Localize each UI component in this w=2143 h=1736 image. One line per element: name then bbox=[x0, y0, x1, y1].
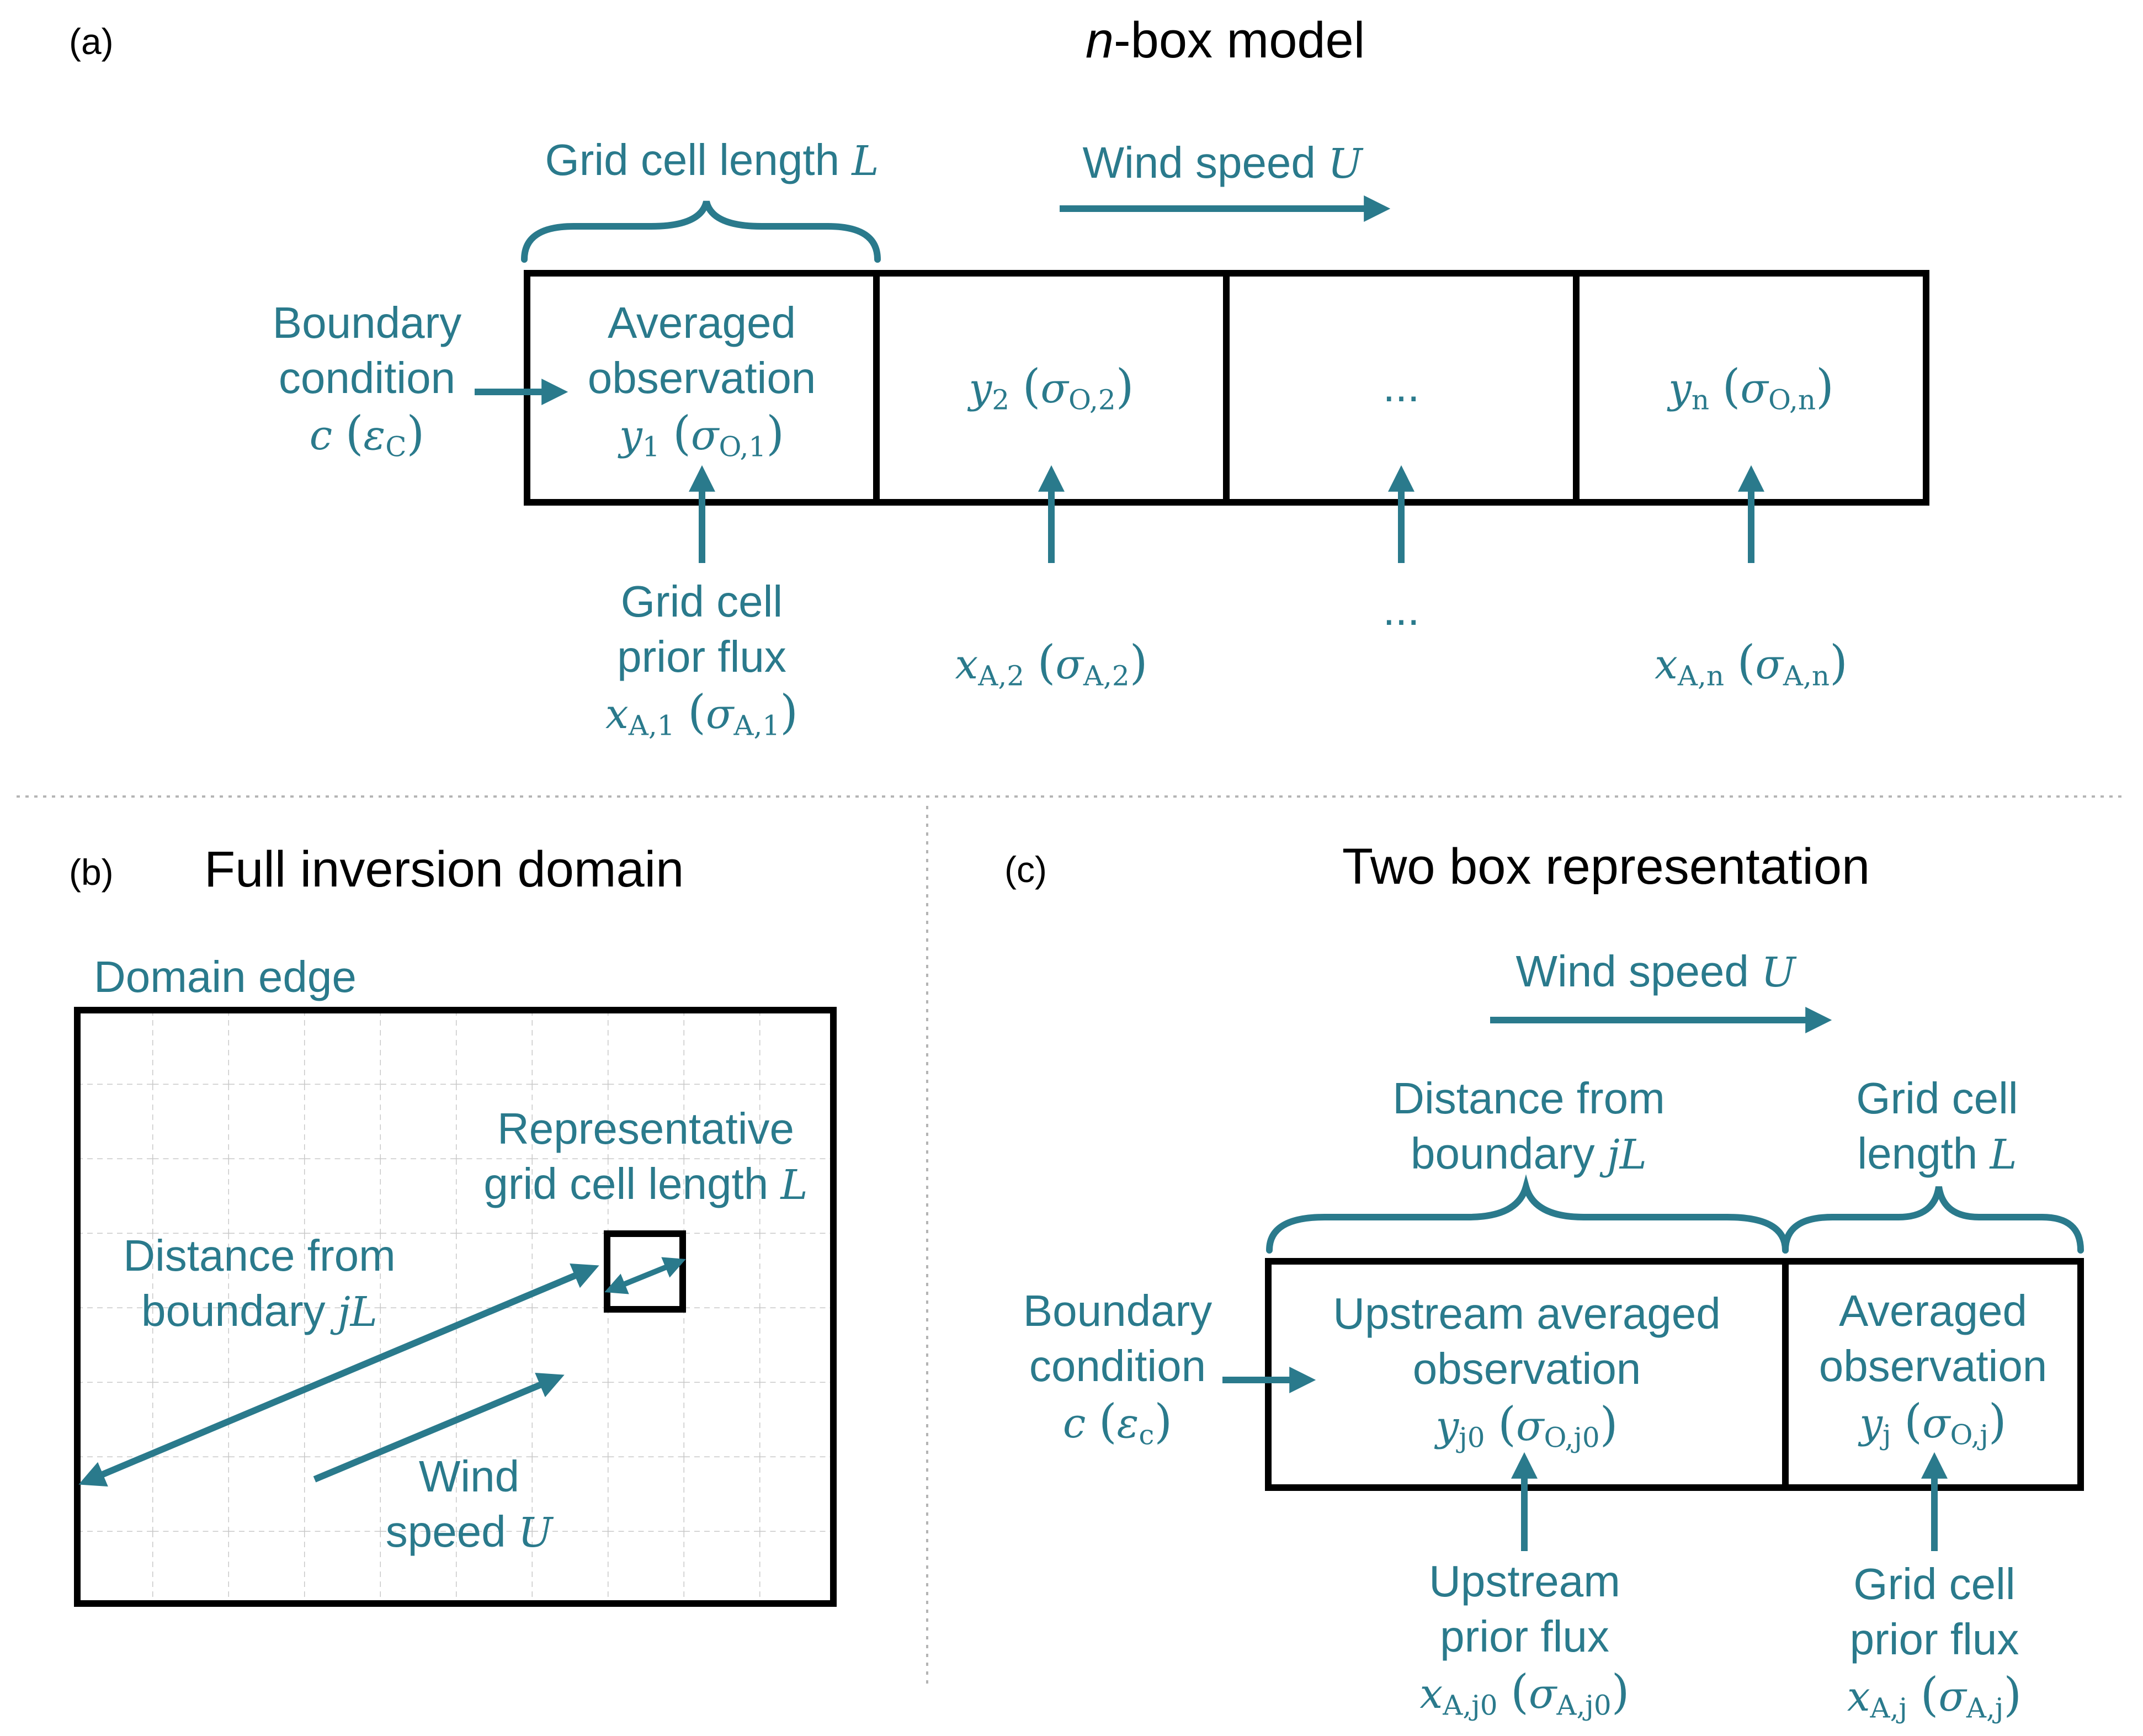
brace-grid-cell-length bbox=[521, 200, 881, 263]
box-2-label: y2 (σO,2) bbox=[969, 359, 1134, 416]
wind-speed-label-c: Wind speed U bbox=[1515, 947, 1796, 996]
box-3-label: ... bbox=[1382, 362, 1420, 411]
wind-speed-label-a: Wind speed U bbox=[1082, 138, 1363, 188]
flux-2-label: xA,2 (σA,2) bbox=[955, 635, 1148, 692]
grid-cell-length-label-c: Grid cell length L bbox=[1856, 1074, 2018, 1178]
brace-grid-cell-c bbox=[1782, 1186, 2084, 1254]
cell-length-arrow bbox=[604, 1257, 686, 1294]
upstream-box-label: Upstream averaged observation yj0 (σO,j0… bbox=[1333, 1289, 1721, 1454]
distance-label-b: Distance from boundary jL bbox=[123, 1231, 396, 1336]
upstream-flux-label: Upstream prior flux xA,j0 (σA,j0) bbox=[1419, 1557, 1630, 1722]
boundary-condition-label-c: Boundary condition c (εc) bbox=[1023, 1286, 1213, 1451]
wind-arrow-b bbox=[313, 1372, 565, 1483]
distance-label-c: Distance from boundary jL bbox=[1392, 1074, 1665, 1178]
representative-cell-label: Representative grid cell length L bbox=[483, 1104, 808, 1209]
box-n-label: yn (σO,n) bbox=[1668, 359, 1834, 416]
flux-1-label: Grid cell prior flux xA,1 (σA,1) bbox=[605, 577, 798, 742]
panel-b-tag: (b) bbox=[69, 852, 114, 893]
panel-a-tag: (a) bbox=[69, 21, 114, 62]
brace-distance-c bbox=[1266, 1174, 1789, 1254]
panel-c-tag: (c) bbox=[1004, 849, 1047, 890]
panel-c-title: Two box representation bbox=[1342, 838, 1870, 895]
flux-n-label: xA,n (σA,n) bbox=[1655, 635, 1848, 692]
box-1-label: Averaged observation y1 (σO,1) bbox=[587, 298, 816, 463]
local-box-label: Averaged observation yj (σO,j) bbox=[1818, 1286, 2048, 1451]
grid-cell-length-label: Grid cell length L bbox=[545, 135, 879, 185]
domain-box bbox=[74, 1007, 837, 1607]
boundary-condition-label-a: Boundary condition c (εC) bbox=[272, 298, 462, 463]
distance-arrow bbox=[78, 1263, 599, 1487]
wind-speed-label-b: Wind speed U bbox=[385, 1452, 553, 1557]
local-flux-label: Grid cell prior flux xA,j (σA,j) bbox=[1847, 1559, 2022, 1724]
panel-b-title: Full inversion domain bbox=[204, 841, 684, 898]
panel-a-title: n-box model bbox=[1085, 12, 1365, 68]
domain-edge-label: Domain edge bbox=[94, 952, 357, 1001]
flux-3-label: ... bbox=[1382, 585, 1420, 634]
